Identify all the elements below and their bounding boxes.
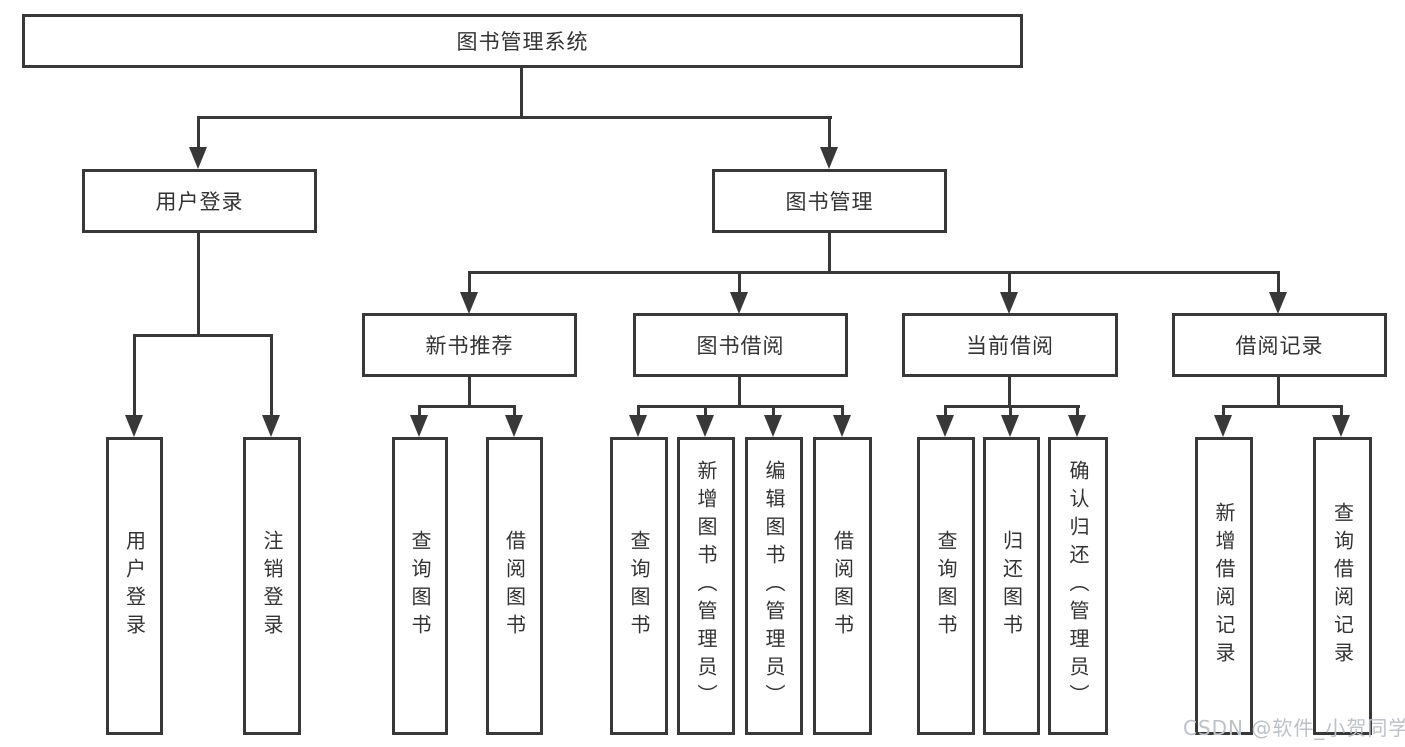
arrow-bw-edit <box>764 415 782 437</box>
node-leaf-cur-confirm-label: 确认归还（管理员） <box>1066 460 1090 712</box>
node-leaf-user-login: 用户登录 <box>106 437 163 735</box>
connector-bookmgmt-stem <box>828 233 831 274</box>
node-new-books: 新书推荐 <box>362 313 577 377</box>
node-borrow-records-label: 借阅记录 <box>1235 334 1324 358</box>
connector-userlogin-rail <box>133 334 273 337</box>
arrow-bw-query <box>629 415 647 437</box>
connector-borrowrecords-stem <box>1277 377 1280 408</box>
node-leaf-rec-query: 查询借阅记录 <box>1313 437 1372 735</box>
connector-drop-bw-query <box>637 405 640 417</box>
connector-level3-rail <box>468 271 1280 274</box>
node-book-borrow-label: 图书借阅 <box>696 334 785 358</box>
connector-drop-bw-add <box>704 405 707 417</box>
connector-drop-rec-query <box>1340 405 1343 417</box>
connector-drop-nb-query <box>418 405 421 417</box>
arrow-book-borrow <box>730 292 748 314</box>
node-leaf-logout-label: 注销登录 <box>260 530 284 642</box>
connector-drop-leaf-login <box>133 334 136 416</box>
connector-newbooks-stem <box>468 377 471 408</box>
connector-drop-leaf-logout <box>270 334 273 416</box>
connector-drop-rec-add <box>1222 405 1225 417</box>
arrow-cur-return <box>1001 415 1019 437</box>
node-current-borrow: 当前借阅 <box>902 313 1118 377</box>
node-leaf-bw-query-label: 查询图书 <box>627 530 651 642</box>
connector-drop-new-books <box>468 271 471 294</box>
connector-drop-nb-borrow <box>513 405 516 417</box>
connector-drop-bw-edit <box>772 405 775 417</box>
connector-drop-borrow-records <box>1277 271 1280 294</box>
node-leaf-rec-query-label: 查询借阅记录 <box>1330 502 1355 670</box>
arrow-rec-add <box>1214 415 1232 437</box>
node-borrow-records: 借阅记录 <box>1172 313 1387 377</box>
connector-drop-book-borrow <box>738 271 741 294</box>
csdn-watermark: CSDN @软件_小贺同学 <box>1183 716 1405 740</box>
connector-currentborrow-stem <box>1008 377 1011 408</box>
arrow-nb-borrow <box>505 415 523 437</box>
node-leaf-bw-query: 查询图书 <box>610 437 668 735</box>
node-leaf-rec-add-label: 新增借阅记录 <box>1212 502 1236 670</box>
node-book-mgmt-label: 图书管理 <box>785 190 874 214</box>
connector-bookborrow-stem <box>738 377 741 408</box>
connector-drop-book-mgmt <box>828 116 831 148</box>
node-root-label: 图书管理系统 <box>456 30 589 54</box>
node-leaf-user-login-label: 用户登录 <box>122 530 147 642</box>
arrow-book-mgmt <box>820 147 838 169</box>
connector-drop-cur-confirm <box>1076 405 1079 417</box>
node-leaf-bw-borrow-label: 借阅图书 <box>830 530 855 642</box>
node-leaf-nb-borrow: 借阅图书 <box>486 437 543 735</box>
node-new-books-label: 新书推荐 <box>425 334 514 358</box>
node-leaf-nb-borrow-label: 借阅图书 <box>502 530 527 642</box>
connector-drop-current-borrow <box>1008 271 1011 294</box>
node-leaf-bw-add: 新增图书（管理员） <box>677 437 735 735</box>
connector-currentborrow-rail <box>944 405 1080 408</box>
connector-newbooks-rail <box>418 405 516 408</box>
arrow-cur-query <box>936 415 954 437</box>
node-leaf-cur-confirm: 确认归还（管理员） <box>1048 437 1108 735</box>
connector-borrowrecords-rail <box>1222 405 1342 408</box>
node-leaf-bw-edit: 编辑图书（管理员） <box>745 437 803 735</box>
node-leaf-bw-borrow: 借阅图书 <box>813 437 872 735</box>
arrow-cur-confirm <box>1068 415 1086 437</box>
node-leaf-bw-edit-label: 编辑图书（管理员） <box>762 460 786 712</box>
connector-root-rail <box>197 116 832 119</box>
node-leaf-logout: 注销登录 <box>243 437 301 735</box>
node-book-mgmt: 图书管理 <box>712 169 947 233</box>
arrow-new-books <box>460 292 478 314</box>
connector-userlogin-stem <box>197 233 200 337</box>
node-leaf-nb-query: 查询图书 <box>392 437 448 735</box>
connector-drop-user-login <box>197 116 200 148</box>
node-book-borrow: 图书借阅 <box>633 313 848 377</box>
arrow-borrow-records <box>1269 292 1287 314</box>
node-leaf-cur-return-label: 归还图书 <box>999 530 1024 642</box>
node-leaf-cur-query-label: 查询图书 <box>934 530 958 642</box>
node-leaf-cur-return: 归还图书 <box>983 437 1040 735</box>
arrow-leaf-logout <box>262 415 280 437</box>
arrow-user-login <box>189 147 207 169</box>
node-user-login: 用户登录 <box>82 169 317 233</box>
arrow-current-borrow <box>1000 292 1018 314</box>
connector-bookborrow-rail <box>637 405 843 408</box>
arrow-bw-add <box>696 415 714 437</box>
node-leaf-bw-add-label: 新增图书（管理员） <box>694 460 718 712</box>
connector-drop-cur-query <box>944 405 947 417</box>
node-leaf-rec-add: 新增借阅记录 <box>1195 437 1253 735</box>
arrow-bw-borrow <box>833 415 851 437</box>
arrow-leaf-login <box>125 415 143 437</box>
node-user-login-label: 用户登录 <box>155 190 244 214</box>
arrow-rec-query <box>1332 415 1350 437</box>
arrow-nb-query <box>410 415 428 437</box>
node-leaf-cur-query: 查询图书 <box>917 437 975 735</box>
connector-root-stem <box>520 68 523 118</box>
node-leaf-nb-query-label: 查询图书 <box>408 530 432 642</box>
node-current-borrow-label: 当前借阅 <box>966 334 1054 358</box>
connector-drop-cur-return <box>1009 405 1012 417</box>
node-root: 图书管理系统 <box>22 14 1023 68</box>
connector-drop-bw-borrow <box>841 405 844 417</box>
